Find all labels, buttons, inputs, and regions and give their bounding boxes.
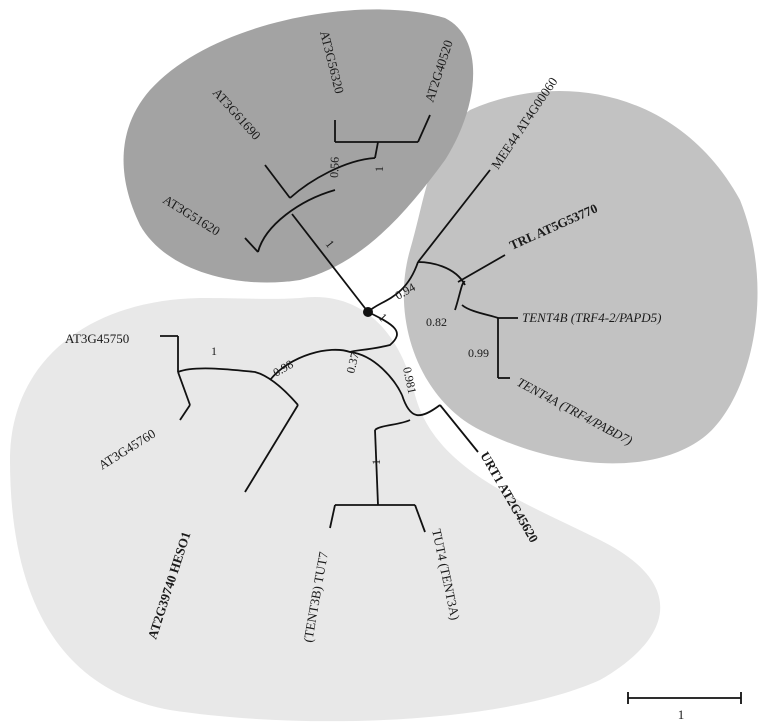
branch-mid-inner-split [454,281,466,311]
scale-bar-label: 1 [678,707,685,722]
branch-at2g40520 [417,114,431,143]
branch-tut4 [414,504,426,533]
branch-at3g51620 [244,237,259,253]
branch-dark-inner-stem [374,141,379,159]
branch-at3g45760-stem [177,371,191,406]
branch-dark-inner-split [289,157,376,199]
branch-tent4-stem [461,304,499,319]
branch-tut-split [374,429,379,506]
branch-mee44 [417,169,491,263]
branch-at3g45760 [179,404,191,421]
branch-urt1 [439,404,479,453]
branch-at3g61690 [264,164,291,199]
scale-bar-line [627,692,742,704]
clade-mid-region [403,90,758,464]
branch-light-split [269,348,403,396]
clade-dark-region [123,9,474,283]
branch-trl [457,254,506,283]
support-dark-mid: 0.56 [327,157,342,178]
branch-root-to-dark [291,213,369,313]
support-dark-inner: 1 [372,166,386,172]
support-light-tut: 1 [369,459,383,465]
leaf-tent4b: TENT4B (TRF4-2/PAPD5) [522,310,662,325]
branch-tut-stem [374,419,411,431]
clade-light-region [10,296,661,722]
branch-light-left-split [177,367,299,406]
support-mid-tent4: 0.99 [468,346,489,360]
leaf-at3g45750: AT3G45750 [65,331,129,346]
branch-root-to-light [349,311,398,353]
scale-bar: 1 [627,692,742,722]
branch-root-to-mid [367,261,419,313]
support-light-right: 0.981 [400,366,419,395]
support-light-45750: 1 [211,344,217,358]
support-light-stem: 0.37 [343,351,362,375]
branch-heso1 [244,404,299,493]
root-node [363,307,373,317]
branch-tent3b [329,504,336,529]
branch-light-right [401,394,441,416]
support-mid-inner: 0.82 [426,315,447,329]
branch-dark-split [257,189,336,253]
